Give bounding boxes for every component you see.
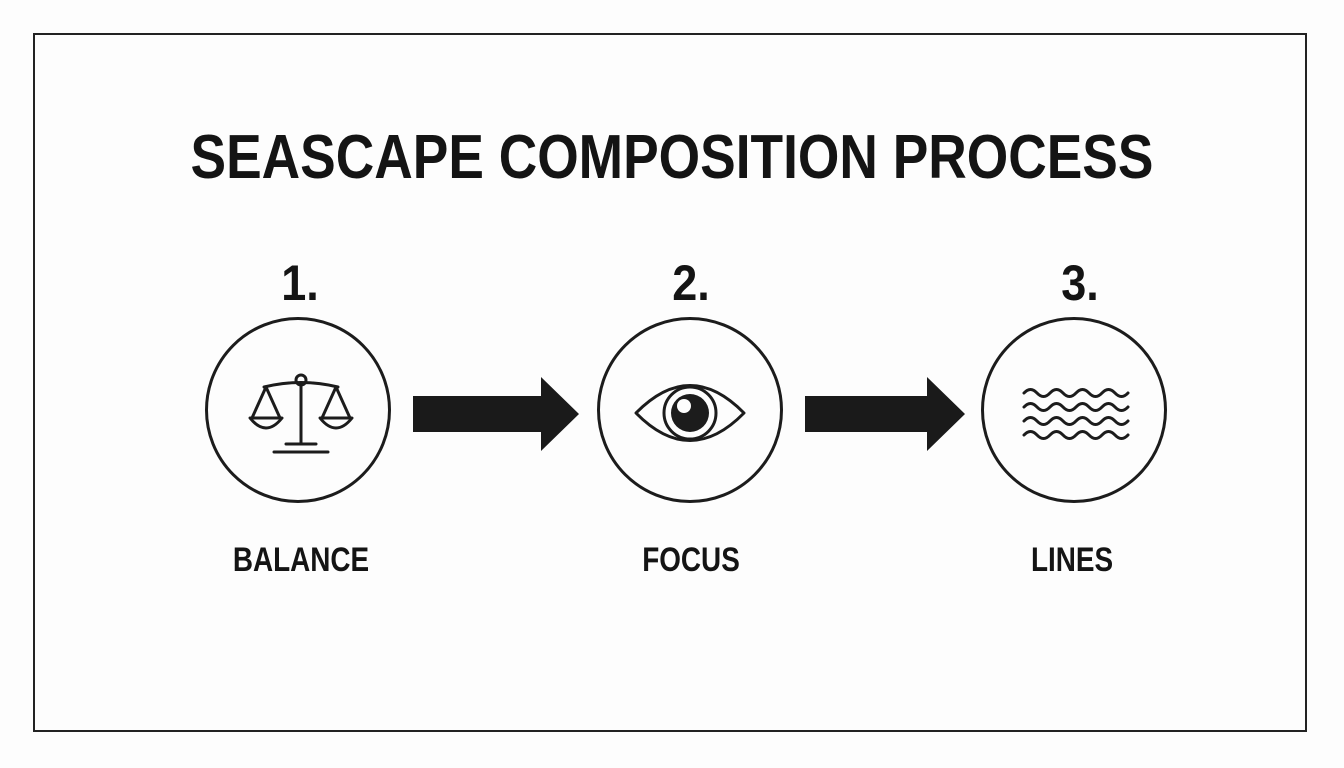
waves-icon xyxy=(1022,388,1130,440)
diagram-border xyxy=(33,33,1307,732)
scales-icon xyxy=(248,373,354,454)
step-3-circle xyxy=(981,317,1167,503)
step-2-label: FOCUS xyxy=(642,541,740,579)
arrow-2-to-3 xyxy=(805,377,965,451)
step-2-circle xyxy=(597,317,783,503)
step-1-label: BALANCE xyxy=(232,541,370,579)
diagram-title: SEASCAPE COMPOSITION PROCESS xyxy=(190,123,1154,192)
step-1-circle xyxy=(205,317,391,503)
step-2-number: 2. xyxy=(672,255,710,311)
step-3-number: 3. xyxy=(1061,255,1099,311)
step-1-number: 1. xyxy=(281,255,319,311)
eye-icon xyxy=(634,384,746,442)
arrow-1-to-2 xyxy=(413,377,579,451)
step-3-label: LINES xyxy=(1030,541,1114,579)
